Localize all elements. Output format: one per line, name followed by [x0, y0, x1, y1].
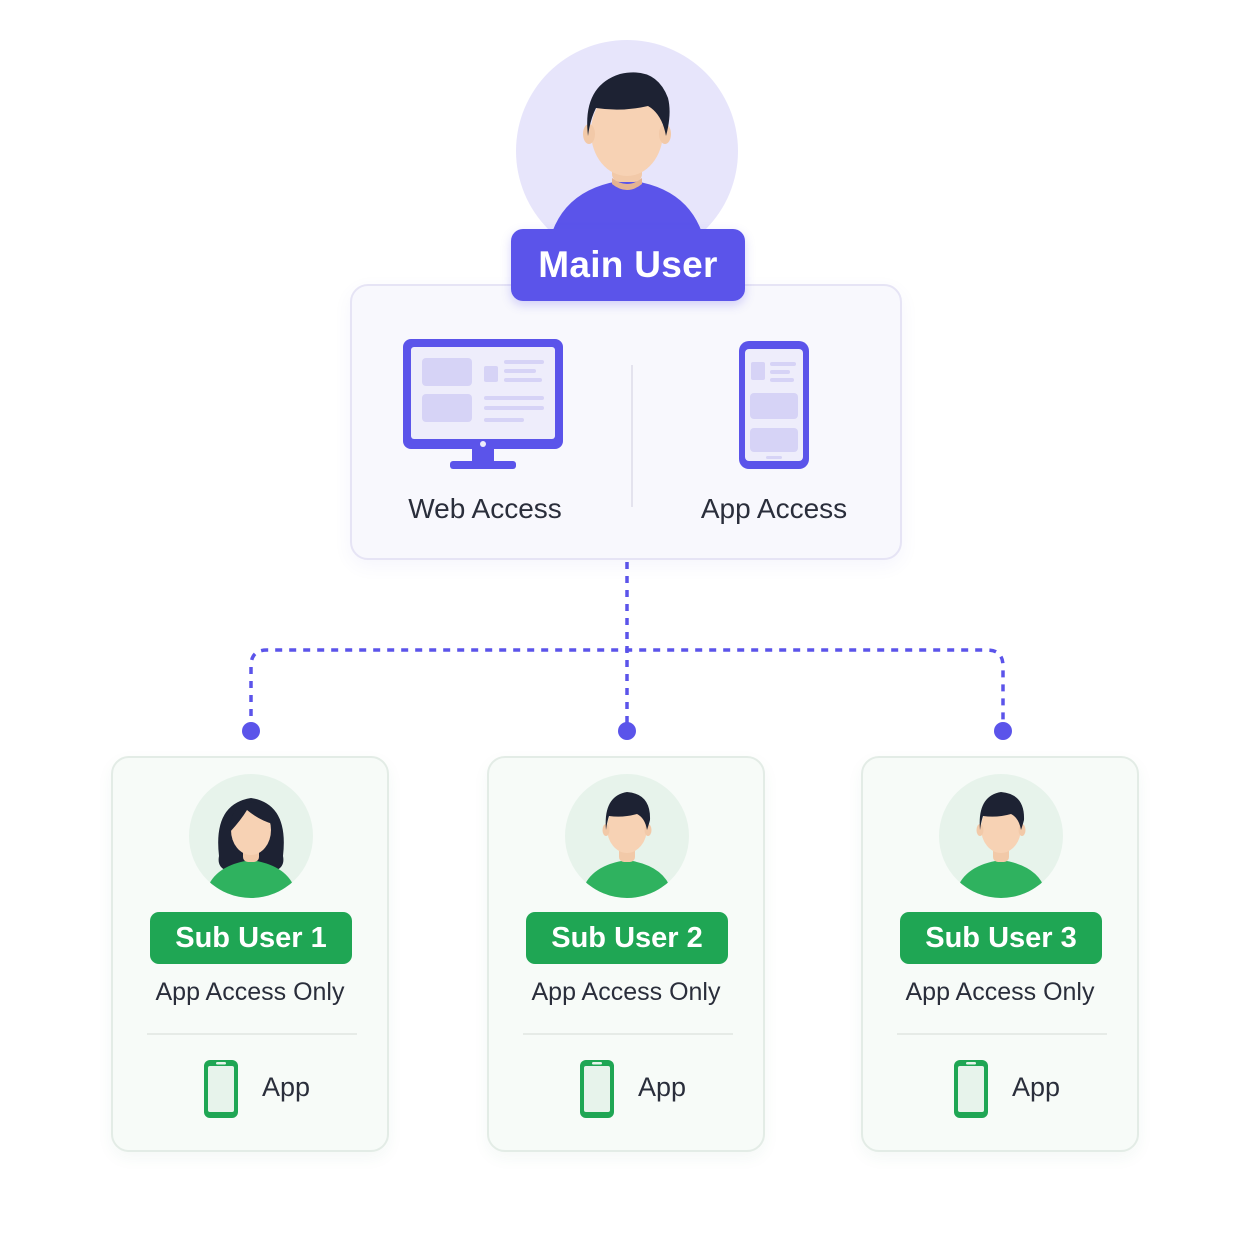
- connector-dot-2: [618, 722, 636, 740]
- female-avatar-icon: [189, 774, 313, 898]
- sub-user-access-desc-2: App Access Only: [531, 978, 721, 1006]
- sub-user-app-label-3: App: [1012, 1072, 1061, 1102]
- sub-user-app-row-1: App: [113, 1058, 387, 1120]
- male-avatar-icon: [565, 774, 689, 898]
- sub-card-divider-3: [897, 1033, 1107, 1035]
- sub-card-divider-2: [523, 1033, 733, 1035]
- mobile-phone-icon: [204, 1060, 238, 1118]
- access-divider: [631, 365, 633, 507]
- sub-user-app-row-3: App: [863, 1058, 1137, 1120]
- sub-user-badge-1: Sub User 1: [150, 912, 352, 964]
- sub-user-app-label-2: App: [638, 1072, 687, 1102]
- connector-dot-3: [994, 722, 1012, 740]
- sub-user-badge-2: Sub User 2: [526, 912, 728, 964]
- sub-user-card-3: Sub User 3 App Access Only App: [861, 756, 1139, 1152]
- branch-connector: [249, 648, 1005, 730]
- mobile-phone-icon: [739, 341, 809, 469]
- main-user-badge: Main User: [511, 229, 745, 301]
- sub-user-access-desc-3: App Access Only: [905, 978, 1095, 1006]
- sub-user-app-row-2: App: [489, 1058, 763, 1120]
- desktop-monitor-icon: [403, 339, 563, 469]
- sub-user-app-label-1: App: [262, 1072, 311, 1102]
- sub-card-divider-1: [147, 1033, 357, 1035]
- male-avatar-icon: [939, 774, 1063, 898]
- sub-user-card-2: Sub User 2 App Access Only App: [487, 756, 765, 1152]
- mobile-phone-icon: [954, 1060, 988, 1118]
- connector-dot-1: [242, 722, 260, 740]
- web-access-label: Web Access: [408, 493, 562, 524]
- sub-user-access-desc-1: App Access Only: [155, 978, 345, 1006]
- sub-user-badge-3: Sub User 3: [900, 912, 1102, 964]
- app-access-label: App Access: [700, 493, 848, 524]
- sub-user-card-1: Sub User 1 App Access Only App: [111, 756, 389, 1152]
- mobile-phone-icon: [580, 1060, 614, 1118]
